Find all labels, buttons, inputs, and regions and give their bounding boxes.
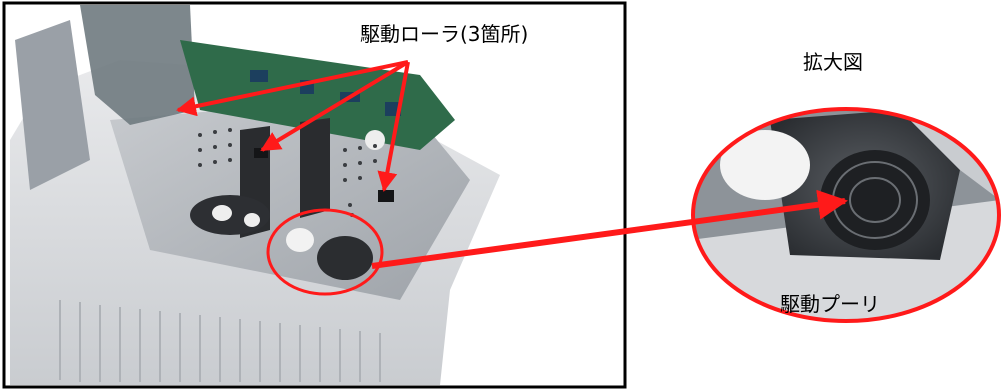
detail-ellipse bbox=[691, 107, 1001, 323]
drive-roller-2 bbox=[254, 148, 268, 158]
drive-pulley-label: 駆動プーリ bbox=[780, 292, 880, 316]
arrow-roller-1 bbox=[176, 60, 409, 117]
pulley-highlight-ellipse bbox=[266, 208, 384, 296]
vent-fins bbox=[59, 300, 381, 382]
print-head-cover bbox=[80, 5, 195, 125]
tray-perforations bbox=[198, 128, 377, 217]
pulley-white-part bbox=[286, 228, 314, 252]
drive-pulley-closeup bbox=[820, 150, 930, 250]
side-panel bbox=[15, 20, 90, 190]
printer-interior-photo bbox=[10, 5, 500, 385]
photo-frame bbox=[2, 1, 627, 389]
drive-roller-3 bbox=[378, 190, 394, 202]
circuit-board bbox=[180, 40, 455, 150]
arrow-roller-2 bbox=[260, 60, 410, 152]
drive-rollers-label: 駆動ローラ(3箇所) bbox=[360, 22, 529, 46]
white-gear bbox=[365, 130, 385, 150]
white-roller-closeup bbox=[720, 130, 810, 200]
roller-arrows bbox=[176, 60, 410, 192]
arrow-roller-3 bbox=[377, 61, 410, 192]
drive-pulley-closeup-photo bbox=[693, 109, 999, 321]
enlarged-view-label: 拡大図 bbox=[803, 50, 863, 74]
arrow-to-closeup bbox=[371, 189, 848, 269]
drive-pulley-small bbox=[317, 236, 373, 280]
